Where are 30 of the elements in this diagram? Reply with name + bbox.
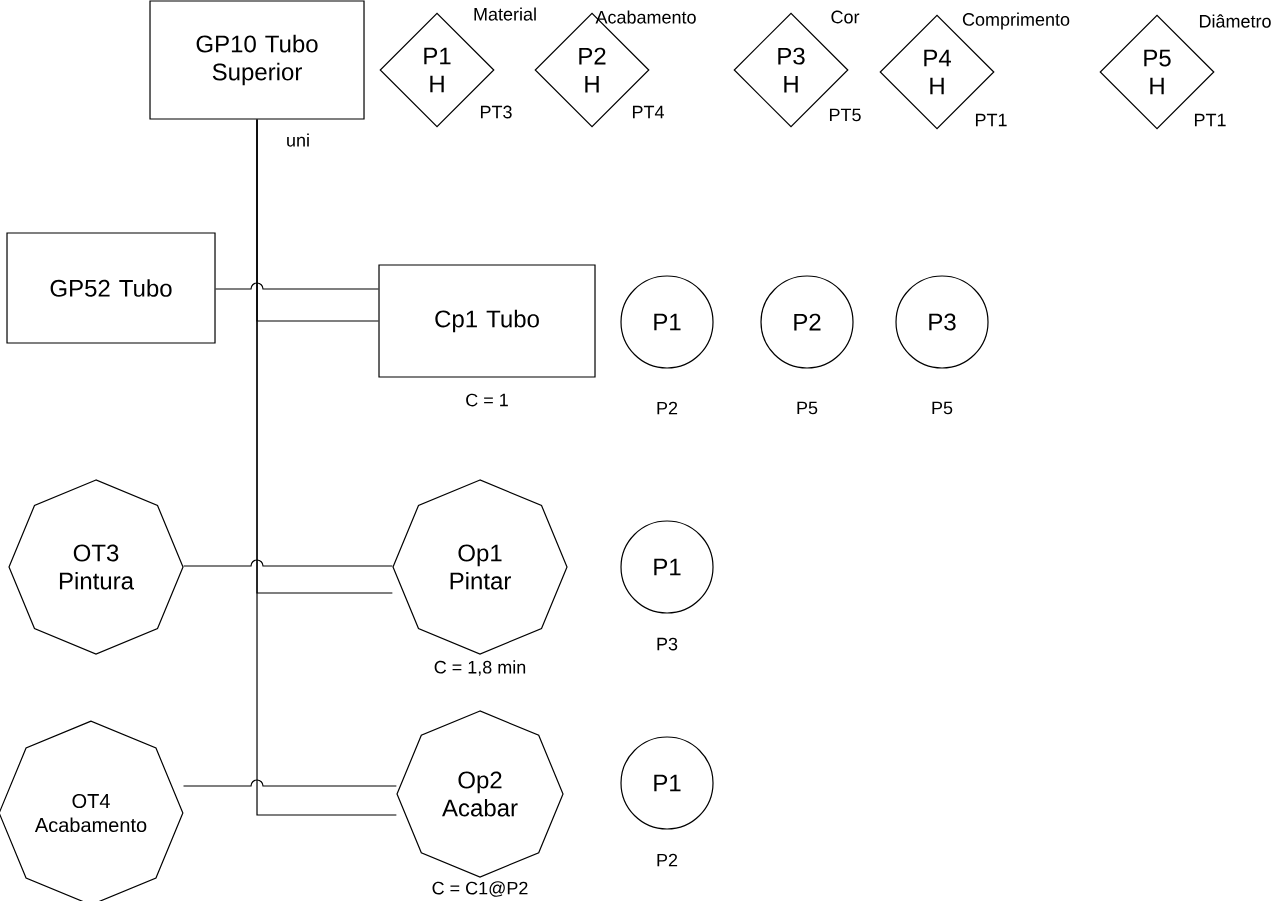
node-caption: Comprimento: [962, 12, 1070, 30]
node-caption: uni: [287, 133, 309, 147]
node-caption: PT3: [481, 105, 512, 119]
node-caption: P2: [657, 401, 678, 415]
node-caption: P5: [932, 401, 953, 415]
node-caption: C = 1: [466, 393, 508, 407]
node-caption: P5: [797, 401, 818, 415]
process-box: GP52 Tubo: [6, 232, 216, 344]
operation-octagon: OT3 Pintura: [8, 479, 184, 655]
operation-octagon: Op2 Acabar: [396, 710, 564, 878]
connector-line: [183, 559, 393, 567]
node-caption: PT4: [633, 105, 664, 119]
node-caption: Material: [474, 7, 536, 21]
connector-line: [215, 282, 379, 290]
node-caption: PT1: [976, 113, 1007, 127]
node-caption: Diâmetro: [1200, 14, 1271, 28]
node-caption: Acabamento: [595, 10, 696, 24]
node-caption: C = 1,8 min: [434, 660, 526, 676]
node-caption: P2: [657, 853, 678, 867]
node-caption: P3: [657, 637, 678, 651]
node-caption: C = C1@P2: [432, 881, 528, 897]
connector-line: [182, 779, 397, 787]
operation-octagon: Op1 Pintar: [392, 479, 568, 655]
node-caption: Cor: [831, 10, 860, 24]
node-caption: PT1: [1195, 113, 1226, 127]
node-caption: PT5: [830, 108, 861, 122]
process-box: Cp1 Tubo: [378, 264, 596, 378]
operation-octagon: OT4 Acabamento: [0, 720, 184, 901]
process-box: GP10 Tubo Superior: [149, 0, 365, 120]
connector-line: [256, 119, 397, 816]
